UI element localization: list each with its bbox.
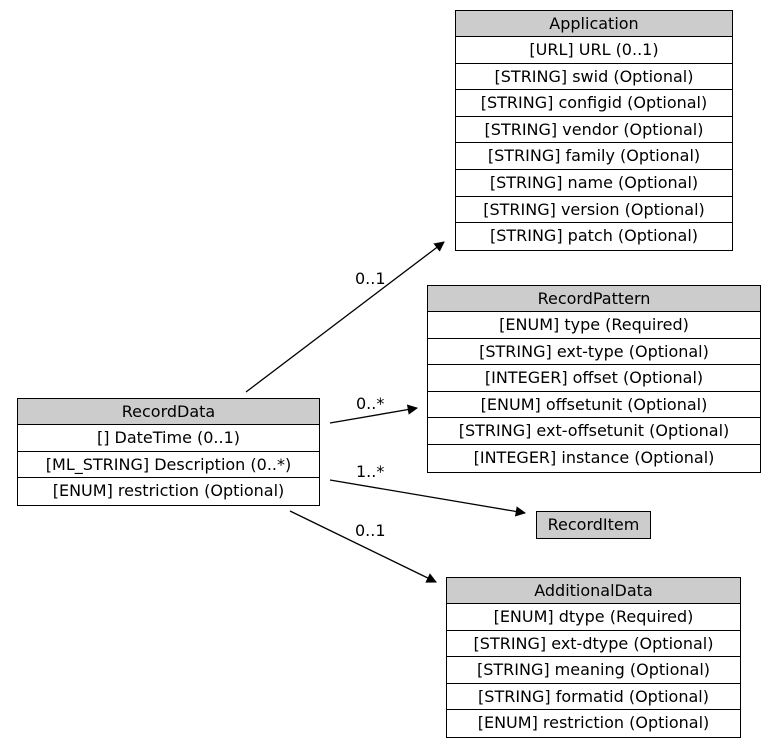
class-field: [STRING] name (Optional) [456, 170, 732, 197]
class-additionaldata[interactable]: AdditionalData [ENUM] dtype (Required) [… [446, 577, 741, 738]
class-field: [INTEGER] offset (Optional) [428, 365, 760, 392]
class-field: [INTEGER] instance (Optional) [473, 447, 715, 467]
multiplicity-recorditem: 1..* [356, 462, 385, 481]
class-field: [STRING] ext-dtype (Optional) [447, 631, 740, 658]
class-recorditem[interactable]: RecordItem [536, 511, 651, 539]
class-field: [STRING] meaning (Optional) [447, 657, 740, 684]
class-field: [STRING] swid (Optional) [456, 64, 732, 91]
class-field: [STRING] family (Optional) [456, 143, 732, 170]
class-header: RecordPattern [428, 286, 760, 312]
class-header: AdditionalData [447, 578, 740, 604]
edge-recorddata-additionaldata [289, 510, 437, 583]
class-field: [STRING] ext-type (Optional) [428, 339, 760, 366]
class-field: [STRING] ext-offsetunit (Optional) [428, 418, 760, 445]
class-recorddata[interactable]: RecordData [] DateTime (0..1) [ML_STRING… [17, 398, 320, 506]
class-field: [URL] URL (0..1) [456, 37, 732, 64]
class-field: [ENUM] offsetunit (Optional) [428, 392, 760, 419]
class-application[interactable]: Application [URL] URL (0..1) [STRING] sw… [455, 10, 733, 251]
multiplicity-application: 0..1 [355, 269, 386, 288]
class-field: [ENUM] type (Required) [428, 312, 760, 339]
edge-recorddata-recordpattern [329, 404, 419, 424]
class-field: [] DateTime (0..1) [18, 425, 319, 452]
edge-recorddata-recorditem [329, 479, 527, 517]
class-field: [STRING] formatid (Optional) [447, 684, 740, 711]
class-field: [STRING] vendor (Optional) [456, 117, 732, 144]
class-field: [ENUM] restriction (Optional) [477, 713, 710, 733]
edge-recorddata-application [245, 241, 445, 393]
class-field: [STRING] configid (Optional) [456, 90, 732, 117]
class-recordpattern[interactable]: RecordPattern [ENUM] type (Required) [ST… [427, 285, 761, 473]
class-header: Application [456, 11, 732, 37]
class-header: RecordData [18, 399, 319, 425]
class-field: [STRING] version (Optional) [456, 197, 732, 224]
multiplicity-recordpattern: 0..* [356, 394, 385, 413]
multiplicity-additionaldata: 0..1 [355, 521, 386, 540]
class-field: [STRING] patch (Optional) [489, 226, 699, 246]
class-field: [ML_STRING] Description (0..*) [18, 452, 319, 479]
class-field: [ENUM] restriction (Optional) [52, 481, 285, 501]
class-field: [ENUM] dtype (Required) [447, 604, 740, 631]
